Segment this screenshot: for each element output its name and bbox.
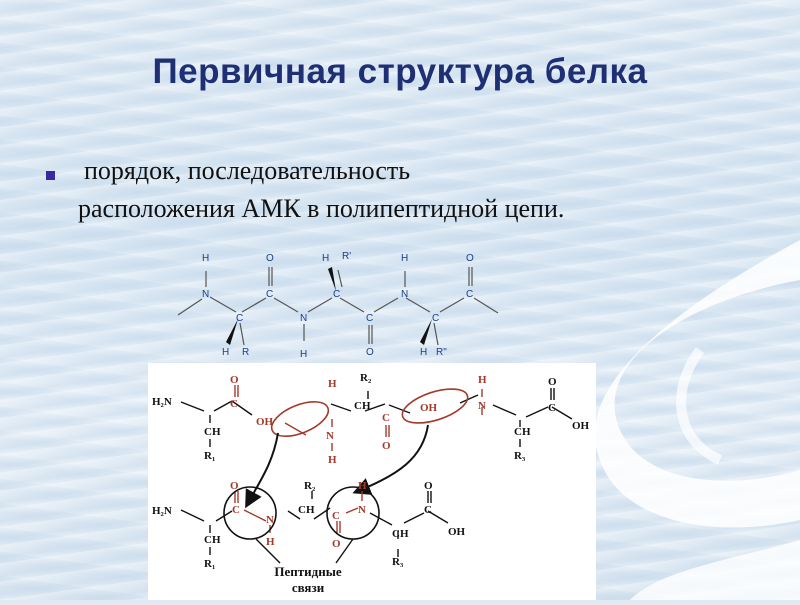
bottom-h2n: H₂N xyxy=(152,505,172,517)
chain-atom-h1: H xyxy=(202,253,209,264)
chain-atom-c-alpha2: C xyxy=(333,289,340,300)
bottom-n1: N xyxy=(266,514,274,526)
chain-atom-r-dprime: R" xyxy=(436,347,447,358)
peptide-bond-reaction-panel: H₂N CH R₁ C O OH H N H R₂ CH C O OH H N … xyxy=(148,363,596,600)
bottom-r3: R₃ xyxy=(392,556,404,568)
bottom-c2: C xyxy=(332,510,340,522)
caption-bonds: связи xyxy=(292,580,325,595)
decorative-swirl xyxy=(594,240,800,600)
top-n-c: N xyxy=(478,400,486,412)
chain-atom-h6: H xyxy=(420,347,427,358)
bottom-ch2: CH xyxy=(298,504,315,516)
top-h-b: H xyxy=(328,454,337,466)
chain-atom-c3: C xyxy=(466,289,473,300)
top-n-a: N xyxy=(326,430,334,442)
top-ch3: CH xyxy=(514,426,531,438)
top-h-c: H xyxy=(478,374,487,386)
top-o3: O xyxy=(548,376,557,388)
polypeptide-chain-diagram: H N O C C H R N H H R' C C O H N C H R" … xyxy=(177,251,499,360)
bottom-ch3: CH xyxy=(392,528,409,540)
slide-title: Первичная структура белка xyxy=(152,52,648,91)
top-o2: O xyxy=(382,440,391,452)
bullet-text: порядок, последовательность расположения… xyxy=(78,152,778,228)
bottom-r2: R₂ xyxy=(304,480,316,492)
top-h-a: H xyxy=(328,378,337,390)
bottom-h1: H xyxy=(266,536,275,548)
top-oh-end: OH xyxy=(572,420,590,432)
top-oh-2: OH xyxy=(420,402,438,414)
top-oh-1: OH xyxy=(256,416,274,428)
chain-atom-h4: H xyxy=(322,253,329,264)
top-c2: C xyxy=(382,412,390,424)
chain-atom-o1: O xyxy=(266,253,274,264)
caption-peptide: Пептидные xyxy=(274,564,341,579)
bottom-o3: O xyxy=(424,480,433,492)
chain-atom-h2: H xyxy=(222,347,229,358)
chain-atom-h3: H xyxy=(300,349,307,360)
top-c3: C xyxy=(548,402,556,414)
top-r2: R₂ xyxy=(360,372,372,384)
chain-atom-n3: N xyxy=(401,289,408,300)
chain-atom-c-alpha3: C xyxy=(432,313,439,324)
chain-atom-r-prime: R' xyxy=(342,251,351,262)
bottom-o2: O xyxy=(332,538,341,550)
bottom-o1: O xyxy=(230,480,239,492)
chain-atom-r: R xyxy=(242,347,249,358)
bottom-c1: C xyxy=(232,504,240,516)
chain-atom-n2: N xyxy=(300,313,307,324)
top-ch2: CH xyxy=(354,400,371,412)
chain-atom-c-alpha1: C xyxy=(236,313,243,324)
bullet-line-2: расположения АМК в полипептидной цепи. xyxy=(78,194,565,223)
bullet-square-icon xyxy=(46,171,55,180)
chain-atom-h5: H xyxy=(401,253,408,264)
bullet-line-1: порядок, последовательность xyxy=(84,156,411,185)
bottom-h2: H xyxy=(358,480,367,492)
top-r1: R₁ xyxy=(204,450,215,462)
top-r3: R₃ xyxy=(514,450,526,462)
bottom-r1: R₁ xyxy=(204,558,215,570)
top-o1: O xyxy=(230,374,239,386)
chain-atom-o3: O xyxy=(466,253,474,264)
chain-atom-c1: C xyxy=(266,289,273,300)
reaction-diagram: H₂N CH R₁ C O OH H N H R₂ CH C O OH H N … xyxy=(152,372,590,595)
chain-atom-n1: N xyxy=(202,289,209,300)
top-ch1: CH xyxy=(204,426,221,438)
chain-atom-o2: O xyxy=(366,347,374,358)
chain-atom-c2: C xyxy=(366,313,373,324)
bottom-n2: N xyxy=(358,504,366,516)
top-h2n: H₂N xyxy=(152,396,172,408)
bottom-oh-end: OH xyxy=(448,526,466,538)
top-c1: C xyxy=(230,398,238,410)
bottom-ch1: CH xyxy=(204,534,221,546)
bottom-c3: C xyxy=(424,504,432,516)
